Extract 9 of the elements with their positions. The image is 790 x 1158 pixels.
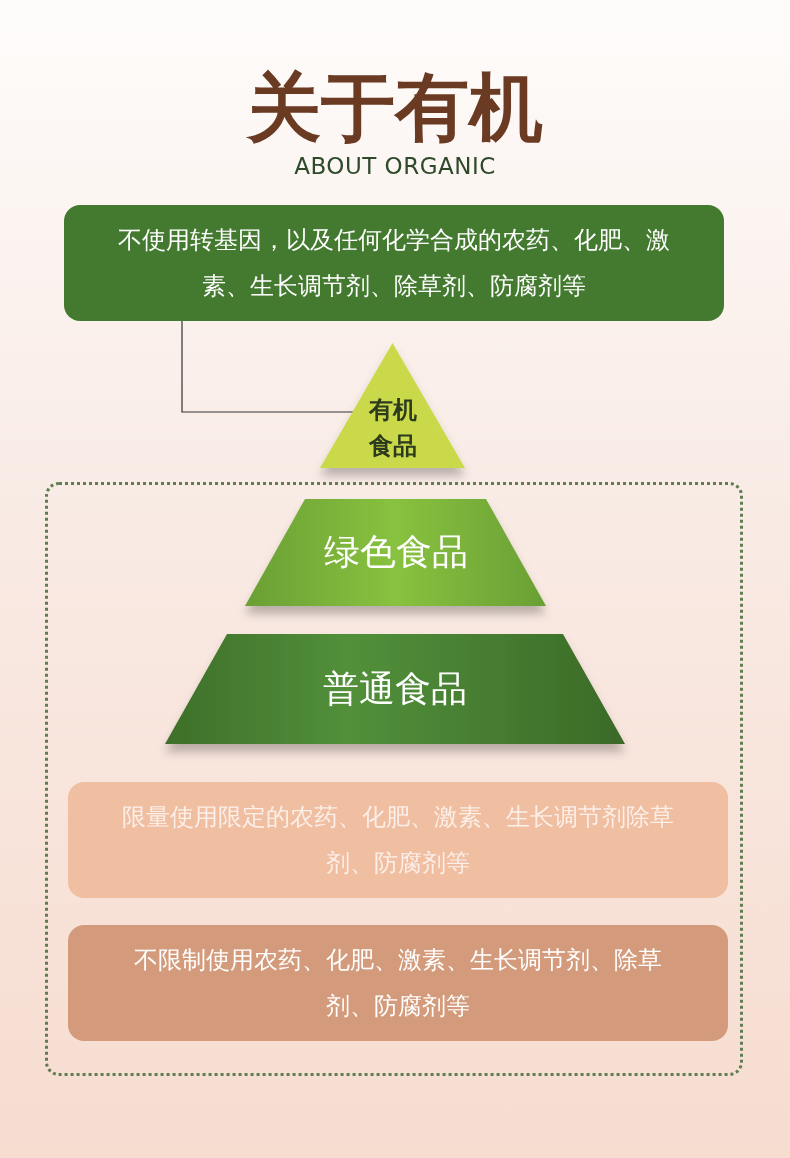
text-box: 不限制使用农药、化肥、激素、生长调节剂、除草剂、防腐剂等 [68, 925, 728, 1041]
subtitle: ABOUT ORGANIC [293, 153, 497, 179]
title: 关于有机 [245, 63, 544, 152]
pyramid-top: 有机食品 [320, 343, 465, 468]
pyramid-base: 普通食品 [165, 634, 625, 744]
text-box: 限量使用限定的农药、化肥、激素、生长调节剂除草剂、防腐剂等 [68, 782, 728, 898]
pyramid-middle: 绿色食品 [245, 499, 546, 606]
dotted-frame [45, 482, 743, 1076]
text-box: 不使用转基因，以及任何化学合成的农药、化肥、激素、生长调节剂、除草剂、防腐剂等 [64, 205, 724, 321]
